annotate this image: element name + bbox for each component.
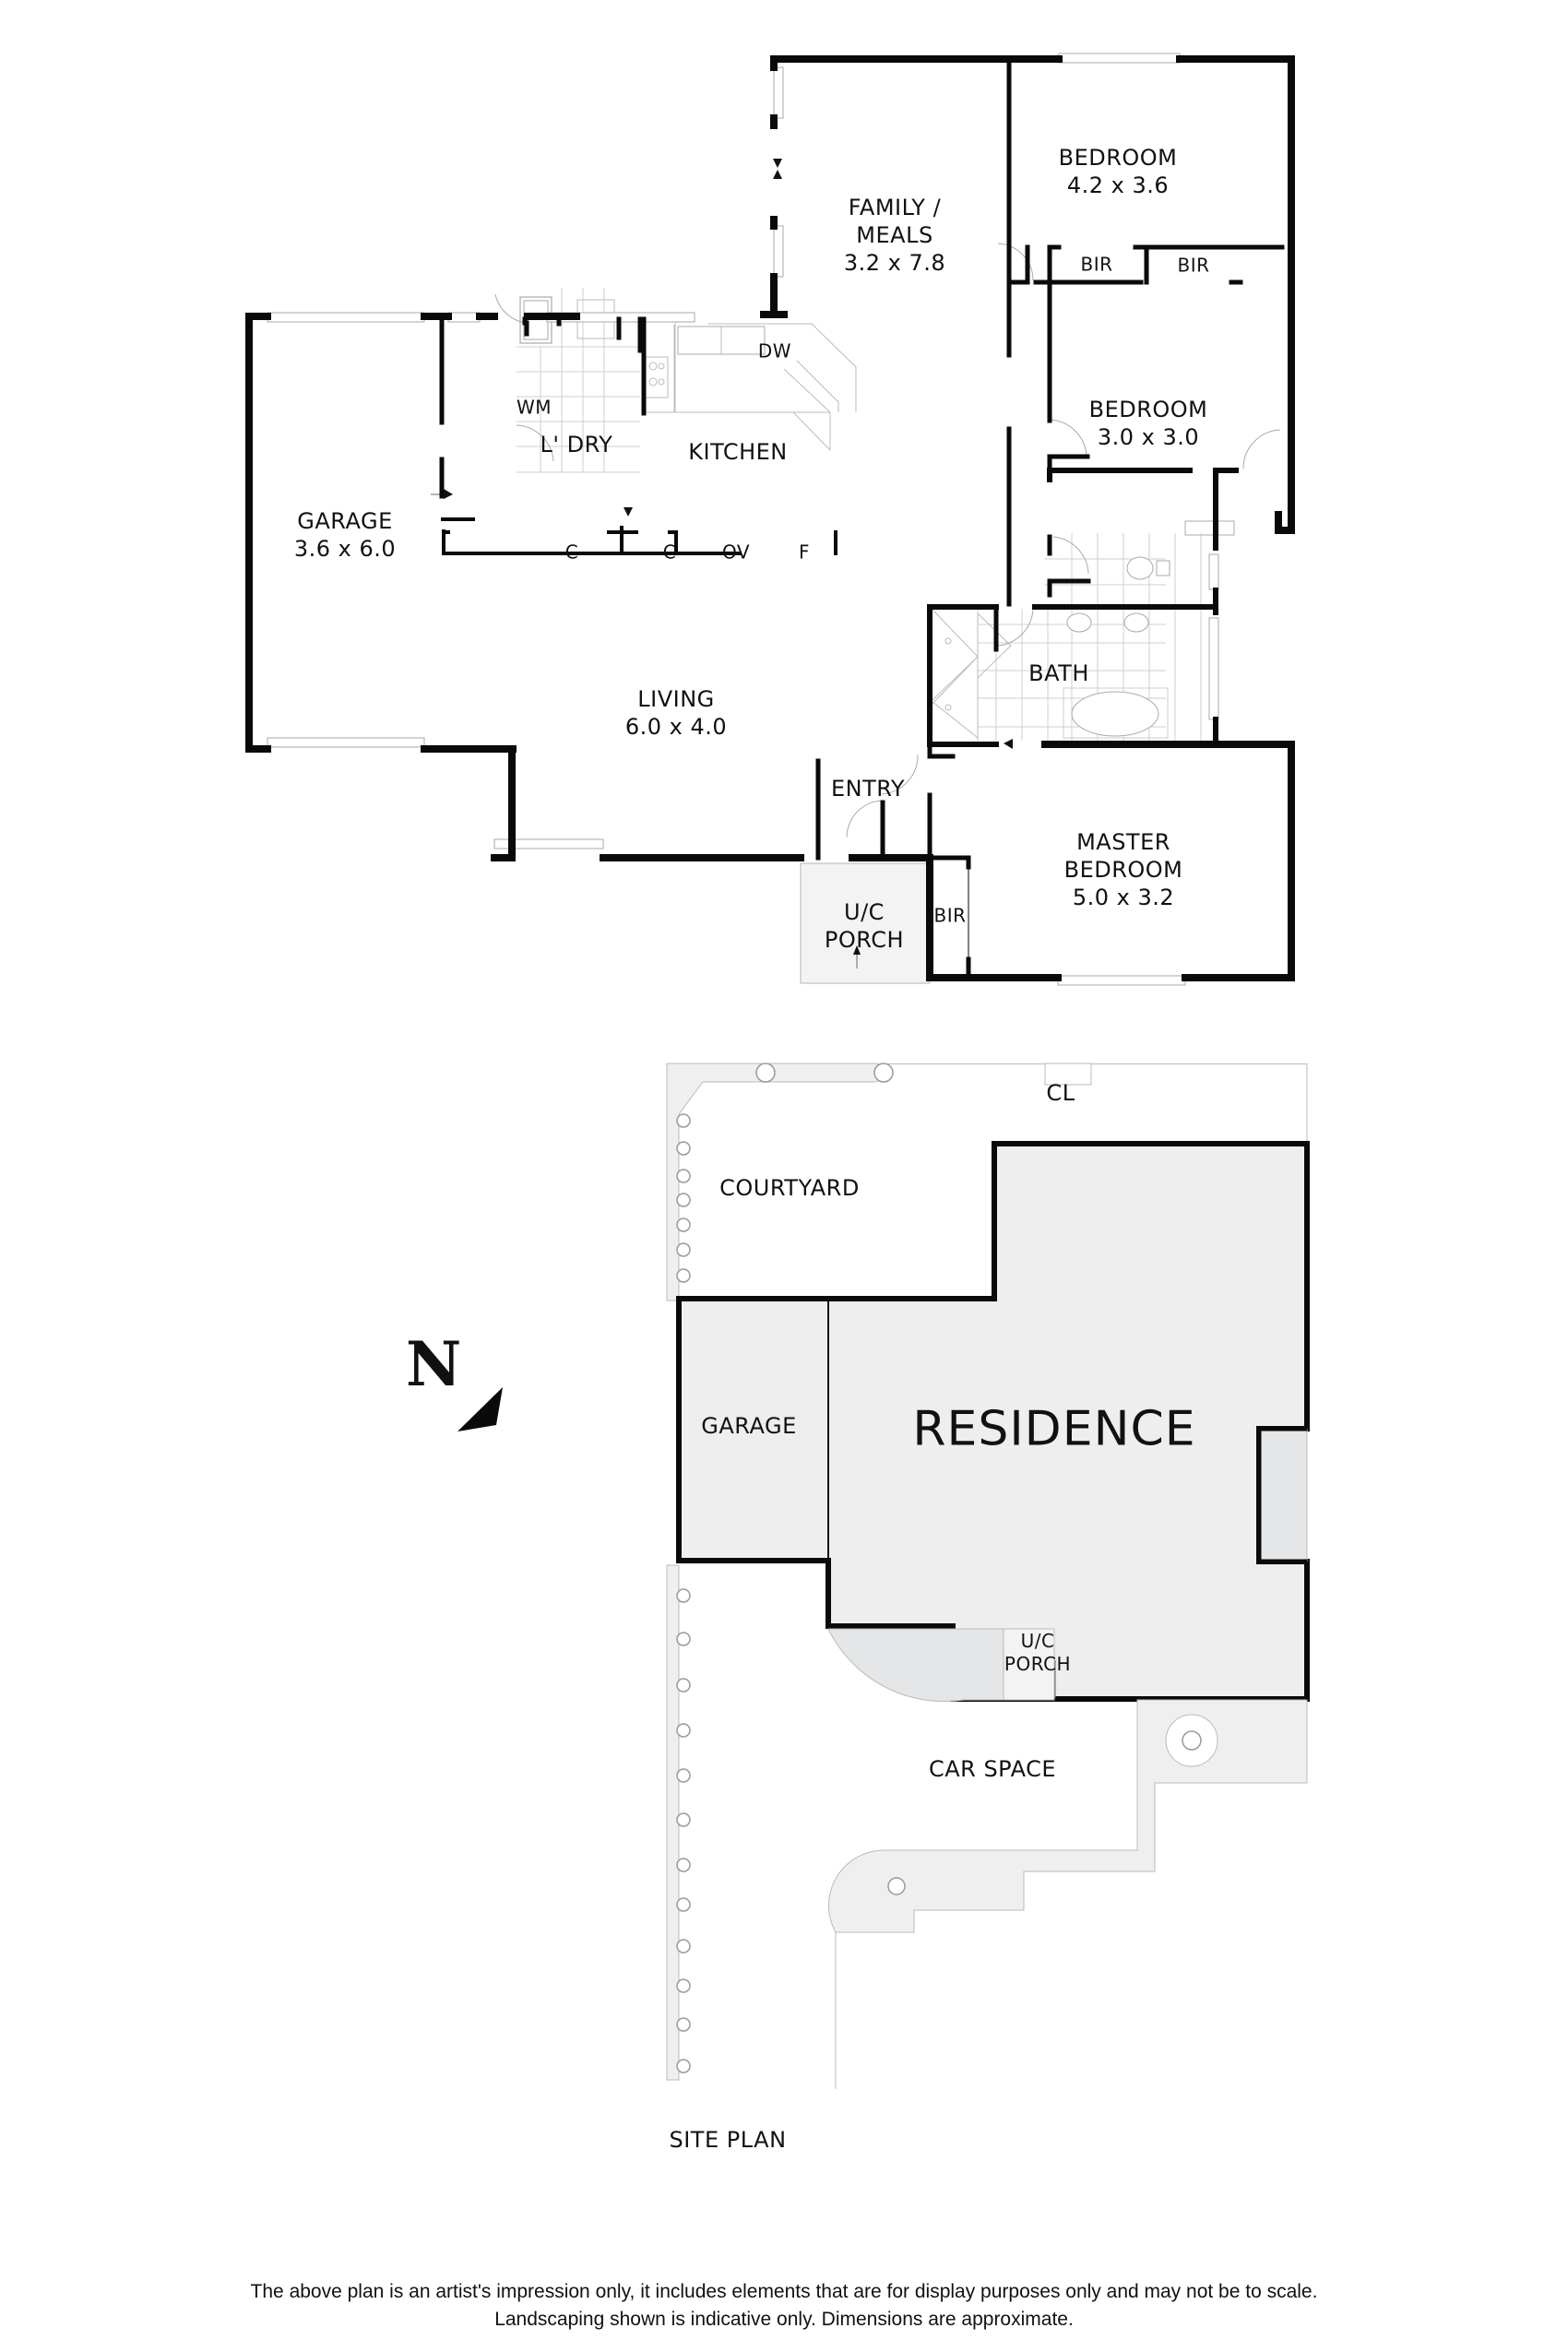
- label-kitchen: KITCHEN: [688, 439, 788, 465]
- north-arrow-icon: [457, 1387, 503, 1431]
- site-label-courtyard: COURTYARD: [719, 1175, 860, 1201]
- site-plan-drawing: [666, 1063, 1310, 2089]
- porch-fill: [800, 862, 931, 984]
- label-fridge: F: [798, 540, 811, 564]
- label-porch: U/C PORCH: [825, 898, 904, 954]
- room-dims: 6.0 x 4.0: [624, 714, 728, 740]
- room-master-bedroom: MASTER BEDROOM 5.0 x 3.2: [1064, 828, 1183, 911]
- walls: [245, 55, 1295, 981]
- site-plan-title: SITE PLAN: [669, 2127, 787, 2153]
- label-laundry: L' DRY: [540, 432, 613, 457]
- room-dims: 5.0 x 3.2: [1072, 885, 1175, 910]
- room-name: BEDROOM: [1058, 145, 1178, 171]
- kitchen-bench: [576, 299, 857, 452]
- room-dims: 3.0 x 3.0: [1097, 424, 1200, 450]
- label-cupboard-2: C: [662, 540, 677, 564]
- label-text: PORCH: [824, 927, 905, 953]
- room-dims: 3.2 x 7.8: [843, 250, 946, 276]
- room-name: FAMILY /: [848, 195, 942, 220]
- disclaimer-line-1: The above plan is an artist's impression…: [250, 2281, 1318, 2302]
- label-oven: OV: [721, 540, 751, 564]
- room-name: BEDROOM: [1088, 397, 1208, 422]
- room-name: MEALS: [856, 222, 933, 248]
- label-bir-master: BIR: [933, 904, 967, 927]
- bathtub: [1071, 691, 1159, 737]
- toilet: [1126, 556, 1154, 580]
- disclaimer-line-2: Landscaping shown is indicative only. Di…: [494, 2309, 1074, 2330]
- label-entry: ENTRY: [830, 776, 906, 802]
- label-text: U/C: [1020, 1630, 1055, 1652]
- room-dims: 3.6 x 6.0: [293, 536, 397, 562]
- label-washing-machine: WM: [516, 396, 552, 419]
- room-bedroom-1: BEDROOM 4.2 x 3.6: [1059, 144, 1178, 199]
- label-bath: BATH: [1028, 660, 1089, 686]
- label-cupboard-1: C: [564, 540, 579, 564]
- door-swings: [494, 243, 1281, 838]
- shower: [931, 608, 1012, 741]
- site-label-residence: RESIDENCE: [912, 1401, 1196, 1457]
- room-name: GARAGE: [297, 508, 393, 534]
- room-name: BEDROOM: [1063, 857, 1183, 883]
- site-label-garage: GARAGE: [701, 1413, 797, 1439]
- room-living: LIVING 6.0 x 4.0: [625, 685, 727, 741]
- room-garage: GARAGE 3.6 x 6.0: [294, 507, 396, 563]
- room-bedroom-2: BEDROOM 3.0 x 3.0: [1089, 396, 1208, 451]
- north-letter: N: [406, 1328, 462, 1400]
- label-text: PORCH: [1004, 1653, 1072, 1675]
- site-label-car-space: CAR SPACE: [928, 1756, 1057, 1782]
- room-name: LIVING: [637, 686, 715, 712]
- room-dims: 4.2 x 3.6: [1066, 172, 1170, 198]
- room-name: MASTER: [1076, 829, 1170, 855]
- site-label-clothesline: CL: [1046, 1080, 1075, 1106]
- tree-icons: [676, 1063, 1202, 2073]
- label-dishwasher: DW: [757, 339, 792, 362]
- arrow-markers: [444, 159, 1013, 955]
- label-bir-2: BIR: [1177, 254, 1210, 277]
- room-family: FAMILY / MEALS 3.2 x 7.8: [844, 194, 945, 277]
- disclaimer: The above plan is an artist's impression…: [0, 2278, 1568, 2334]
- label-bir-1: BIR: [1080, 253, 1113, 276]
- site-label-porch: U/C PORCH: [1004, 1630, 1071, 1676]
- label-text: U/C: [844, 899, 885, 925]
